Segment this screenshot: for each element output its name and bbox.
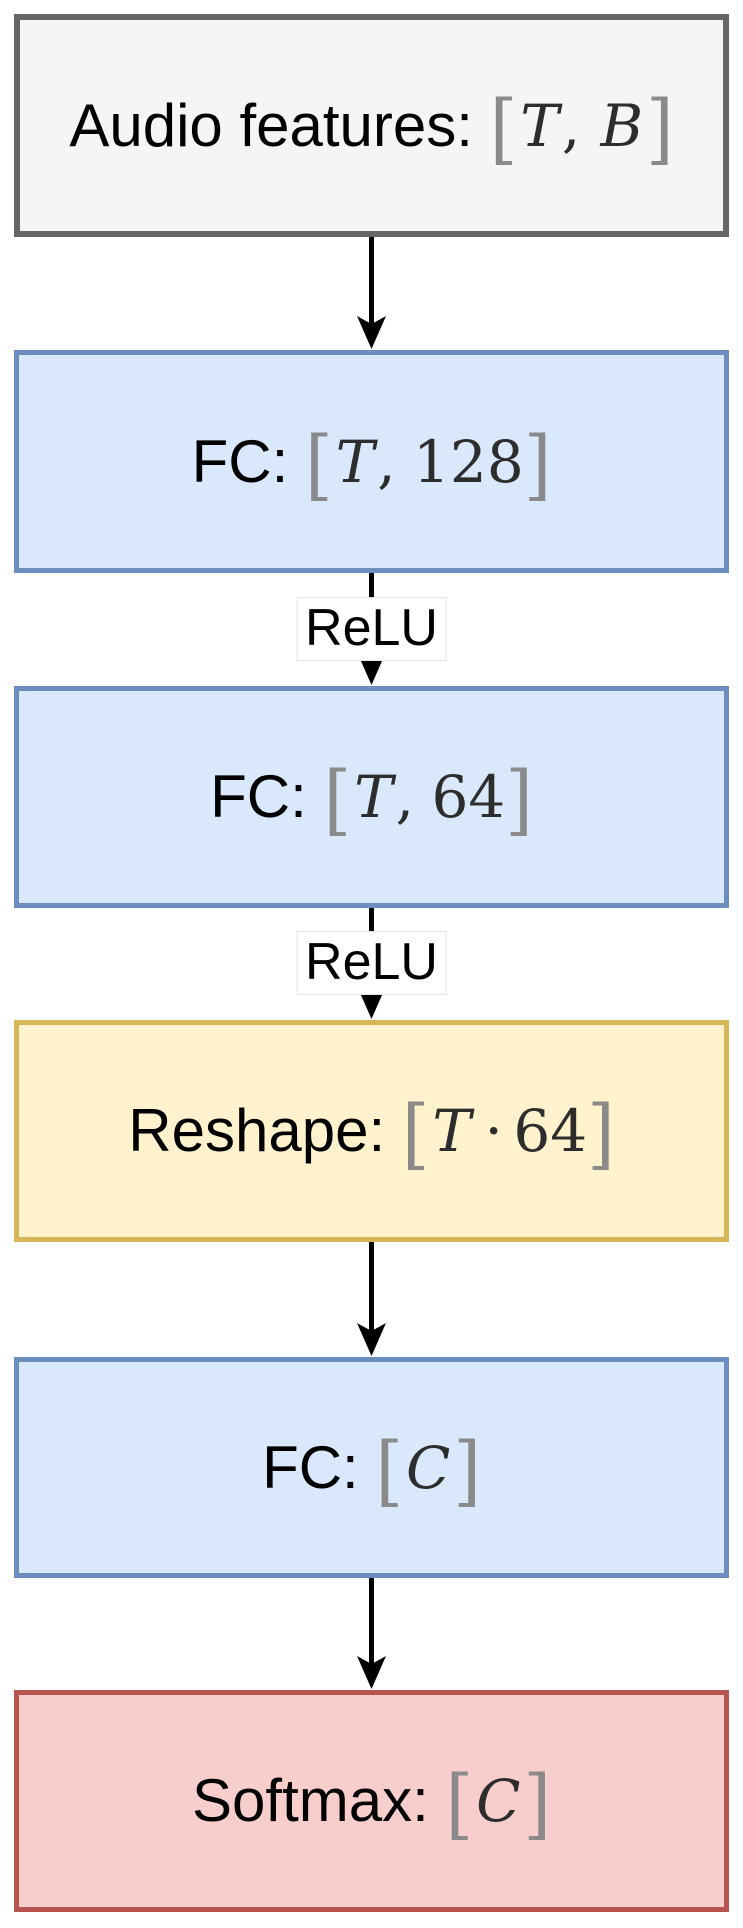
node-softmax: Softmax:[C] — [14, 1690, 729, 1912]
node-label-prefix: Audio features: — [69, 91, 473, 159]
math-token-var: T — [354, 763, 393, 831]
arrow-fcc-to-softmax — [355, 1578, 388, 1690]
node-label-shape: [T,128] — [305, 419, 552, 509]
node-label-prefix: FC: — [191, 427, 289, 495]
arrow-shaft — [369, 237, 374, 340]
math-token-comma: , — [395, 763, 415, 831]
arrowhead-icon — [357, 316, 386, 349]
node-fc-t64: FC:[T,64] — [14, 686, 729, 908]
math-token-var: B — [600, 91, 644, 160]
node-label-shape: [C] — [445, 1758, 551, 1849]
node-label: FC:[T,64] — [210, 764, 533, 835]
node-label-shape: [C] — [375, 1425, 481, 1515]
node-label-prefix: Reshape: — [128, 1097, 386, 1164]
math-token-num: 64 — [513, 1097, 588, 1165]
math-token-var: T — [432, 1097, 472, 1165]
node-fc-c: FC:[C] — [14, 1357, 729, 1578]
math-token-var: C — [476, 1767, 521, 1835]
node-label: FC:[C] — [262, 1435, 481, 1506]
math-token-var: T — [335, 427, 375, 496]
arrow-reshape-to-fcc — [355, 1242, 388, 1357]
node-label-shape: [T·64] — [401, 1088, 615, 1179]
edge-label-relu-1: ReLU — [296, 597, 447, 661]
arrow-shaft — [369, 1578, 374, 1680]
math-token-comma: , — [561, 91, 581, 160]
node-label-prefix: FC: — [262, 1433, 359, 1501]
node-audio-features: Audio features:[T,B] — [14, 14, 729, 237]
math-token-op: · — [484, 1097, 503, 1165]
arrowhead-icon — [357, 1323, 386, 1356]
math-token-var: T — [520, 91, 559, 160]
node-label: Reshape:[T·64] — [128, 1098, 614, 1169]
node-label-prefix: FC: — [210, 763, 307, 830]
math-token-num: 128 — [413, 427, 524, 496]
node-label: FC:[T,128] — [192, 429, 552, 500]
node-label: Audio features:[T,B] — [69, 93, 673, 164]
arrowhead-icon — [357, 1656, 386, 1689]
node-label-prefix: Softmax: — [192, 1767, 429, 1834]
math-token-comma: , — [377, 427, 396, 496]
math-token-var: C — [406, 1433, 451, 1502]
edge-label-relu-2: ReLU — [296, 931, 447, 995]
node-label-shape: [T,B] — [489, 83, 674, 173]
node-reshape: Reshape:[T·64] — [14, 1020, 729, 1242]
math-token-num: 64 — [431, 763, 506, 831]
arrow-shaft — [369, 1242, 374, 1347]
node-label-shape: [T,64] — [323, 754, 533, 845]
arrow-audio-to-fc128 — [355, 237, 388, 350]
node-label: Softmax:[C] — [192, 1768, 551, 1839]
node-fc-t128: FC:[T,128] — [14, 350, 729, 573]
